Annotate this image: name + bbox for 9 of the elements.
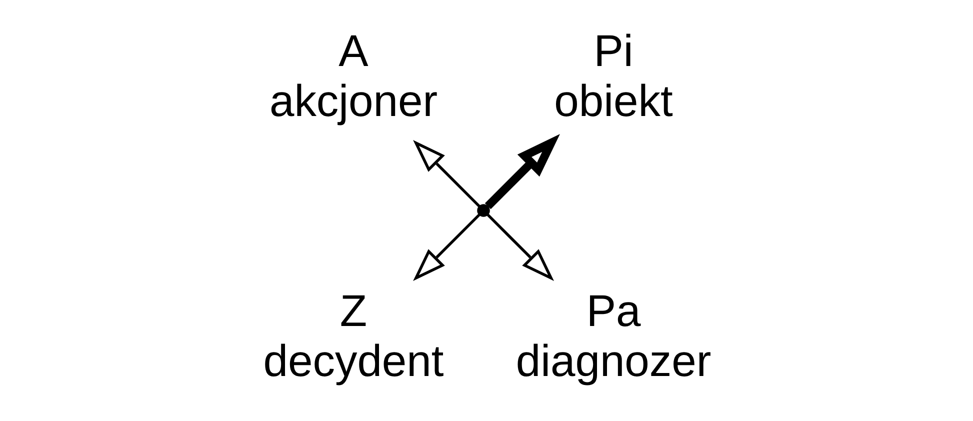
node-text: Pa diagnozer [515,287,711,386]
node-text: A akcjoner [268,27,438,126]
arrow [484,134,560,210]
node-text: Z decydent [262,287,444,386]
node-text: Pi obiekt [554,27,672,126]
arrow [486,214,554,281]
arrow [412,140,480,208]
arrow [412,214,480,281]
node-point [476,204,490,217]
